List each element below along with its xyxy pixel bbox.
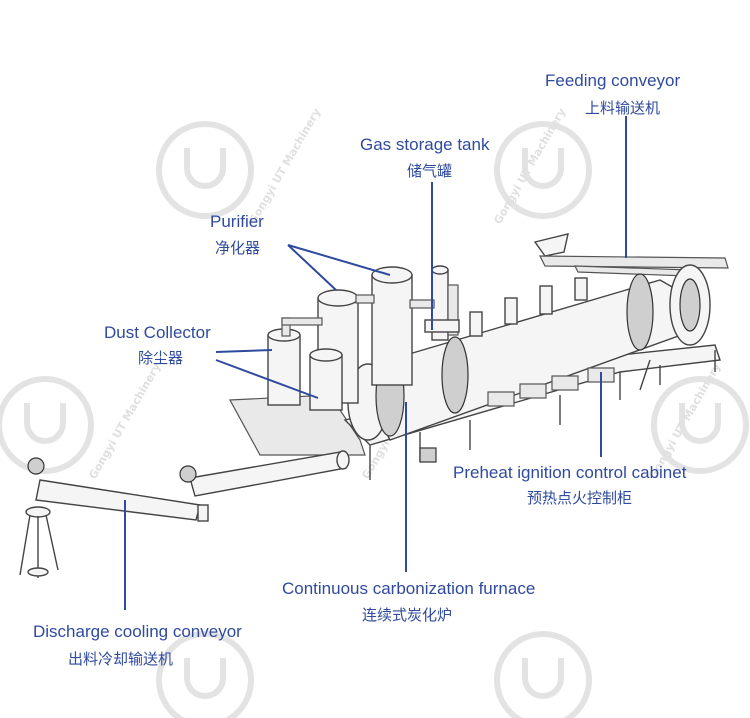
watermark-logo (494, 121, 592, 219)
feeding-hopper (533, 233, 569, 257)
drum-ring (441, 336, 469, 414)
discharge-motor (179, 465, 197, 483)
machinery-illustration (19, 233, 729, 578)
label-purifier-cn: 净化器 (215, 239, 260, 257)
discharge-tube-end (336, 450, 350, 470)
component-labels: Feeding conveyor 上料输送机 Gas storage tank … (33, 71, 687, 668)
discharge-tube-lower (35, 479, 201, 521)
top-pipes (469, 277, 588, 337)
label-preheat-cabinet-en: Preheat ignition control cabinet (453, 463, 687, 482)
gas-tank-pipe (447, 284, 459, 336)
label-gas-tank-cn: 储气罐 (407, 162, 452, 180)
leader-lines (124, 116, 627, 610)
drum-ring (626, 273, 654, 351)
gas-tank-top (431, 265, 449, 275)
label-furnace-cn: 连续式炭化炉 (362, 606, 452, 624)
label-feeding-conveyor-cn: 上料输送机 (585, 99, 660, 117)
purifier-pipe (355, 294, 375, 304)
feeding-conveyor-belt (539, 255, 729, 269)
watermark-logo (0, 376, 94, 474)
drive-motor (419, 447, 437, 463)
leader-dust-a (215, 349, 273, 353)
label-furnace-en: Continuous carbonization furnace (282, 579, 535, 598)
label-discharge-conveyor-cn: 出料冷却输送机 (68, 650, 173, 668)
watermark-logo (651, 376, 749, 474)
discharge-tripod (19, 506, 59, 578)
discharge-motor (27, 457, 45, 475)
control-cabinets (487, 367, 615, 407)
dust-collector-left (267, 334, 301, 406)
purifier-column-right (371, 274, 413, 386)
leader-purifier-a (287, 244, 337, 291)
label-preheat-cabinet-cn: 预热点火控制柜 (527, 489, 632, 507)
discharge-outlet (197, 504, 209, 522)
label-purifier-en: Purifier (210, 212, 264, 231)
purifier-pipe (409, 299, 435, 309)
discharge-tube-upper (189, 451, 347, 497)
purifier-top-left (317, 289, 359, 307)
dust-collector-top (309, 348, 343, 362)
label-feeding-conveyor-en: Feeding conveyor (545, 71, 680, 90)
watermark-text: Gongyi UT Machinery (246, 106, 323, 227)
label-discharge-conveyor-en: Discharge cooling conveyor (33, 622, 242, 641)
drum-flange (679, 278, 701, 332)
watermark-text: Gongyi UT Machinery (86, 361, 163, 482)
label-gas-tank-en: Gas storage tank (360, 135, 490, 154)
purifier-top-right (371, 266, 413, 284)
watermark-logo (156, 121, 254, 219)
support-legs (369, 350, 716, 480)
dust-collector-right (309, 354, 343, 411)
leader-dust-b (215, 359, 319, 399)
label-dust-collector-cn: 除尘器 (138, 349, 183, 367)
leader-purifier-b (287, 244, 391, 276)
watermark-logo (494, 631, 592, 718)
gas-tank-valve (424, 319, 460, 333)
label-dust-collector-en: Dust Collector (104, 323, 211, 342)
dust-pipe (281, 317, 323, 326)
watermark-logo (156, 631, 254, 718)
